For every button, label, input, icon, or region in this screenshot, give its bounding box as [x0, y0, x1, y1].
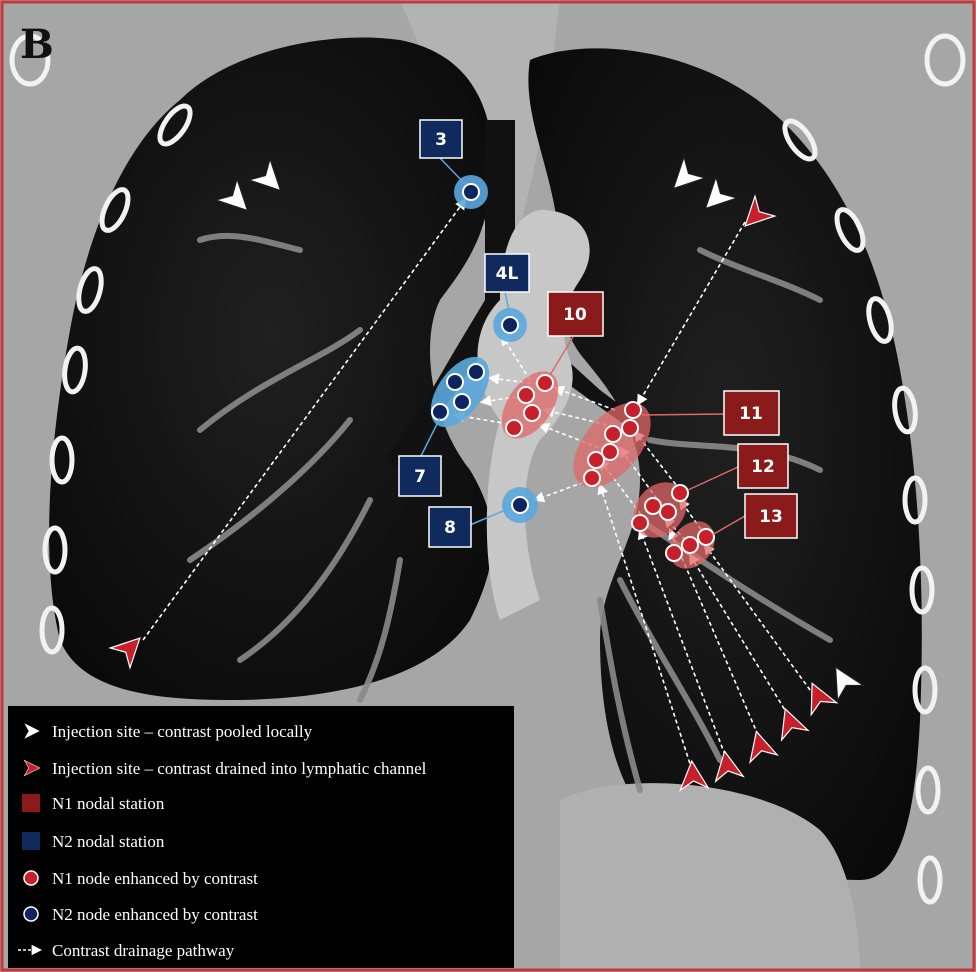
n2-node-7b — [446, 373, 464, 391]
pathway-12-to-11c — [598, 458, 646, 521]
n2-node-8 — [511, 496, 529, 514]
station-3-label: 3 — [435, 130, 447, 150]
station-7-label: 7 — [414, 467, 426, 487]
right-lung — [49, 37, 493, 700]
station-7-box — [398, 455, 442, 497]
n2-station-labels: 3 4L 7 8 — [398, 119, 530, 548]
legend-item-0: Injection site – contrast pooled locally — [52, 722, 313, 741]
n1-leader-lines — [549, 336, 746, 536]
pulmonary-vessels — [187, 232, 833, 793]
station-12-box — [737, 443, 789, 489]
legend-blue-square-icon — [22, 832, 40, 850]
n1-node-13a — [697, 528, 715, 546]
n1-node-12c — [659, 503, 677, 521]
legend-background — [8, 706, 514, 968]
diaphragm — [560, 783, 860, 972]
legend-item-1: Injection site – contrast drained into l… — [52, 759, 427, 778]
n1-node-10b — [517, 386, 535, 404]
station-13-label: 13 — [759, 507, 783, 527]
n1-node-13b — [681, 536, 699, 554]
n2-node-3 — [462, 183, 480, 201]
station-3-box — [419, 119, 463, 159]
pathway-11-to-10a — [552, 385, 616, 411]
station-10-box — [547, 291, 604, 337]
n2-node-4l — [501, 316, 519, 334]
n1-node-10c — [523, 404, 541, 422]
n1-node-12a — [671, 484, 689, 502]
n1-node-13c — [665, 544, 683, 562]
station-11-box — [723, 390, 780, 436]
station-10-label: 10 — [563, 305, 587, 325]
legend-item-6: Contrast drainage pathway — [52, 941, 235, 960]
ribs — [9, 33, 966, 905]
n2-nodes — [431, 183, 529, 514]
pathway-lll-to-13a — [703, 543, 811, 691]
n1-node-11b — [621, 419, 639, 437]
legend-item-5: N2 node enhanced by contrast — [52, 905, 258, 924]
station-13-box — [744, 493, 798, 539]
n1-nodes — [505, 374, 715, 562]
pathway-11-to-10c — [537, 422, 606, 451]
n2-node-7a — [467, 363, 485, 381]
n1-node-10d — [505, 419, 523, 437]
pathway-11-to-10b — [542, 406, 621, 429]
n1-node-11a — [624, 401, 642, 419]
station-4l-box — [484, 253, 530, 293]
n1-node-12b — [644, 497, 662, 515]
station-8-box — [428, 506, 472, 548]
legend-red-circle-icon — [23, 870, 39, 886]
legend-blue-circle-icon — [23, 906, 39, 922]
pathway-lul-to-11 — [636, 221, 746, 406]
pathway-7-to-4l — [500, 334, 531, 381]
pathway-lll-to-13b — [688, 553, 789, 716]
n1-station-labels: 10 11 12 13 — [547, 291, 798, 539]
legend: Injection site – contrast pooled locally… — [8, 706, 514, 968]
panel-letter: B — [20, 21, 54, 68]
legend-item-3: N2 nodal station — [52, 832, 165, 851]
n2-leader-lines — [419, 157, 511, 526]
left-lung — [528, 48, 922, 880]
legend-red-square-icon — [22, 794, 40, 812]
station-12-label: 12 — [751, 457, 775, 477]
n1-node-11e — [587, 451, 605, 469]
n1-node-12d — [631, 514, 649, 532]
pathway-lll-to-12b — [637, 527, 726, 756]
pathway-12-to-11a — [633, 430, 681, 491]
n2-node-7c — [453, 393, 471, 411]
station-11-label: 11 — [739, 404, 763, 424]
n2-node-7d — [431, 403, 449, 421]
n1-node-11f — [583, 469, 601, 487]
n1-node-11d — [601, 443, 619, 461]
n1-node-11c — [604, 425, 622, 443]
station-8-label: 8 — [444, 518, 456, 538]
station-4l-label: 4L — [496, 264, 519, 284]
n1-node-10a — [536, 374, 554, 392]
legend-item-4: N1 node enhanced by contrast — [52, 869, 258, 888]
legend-item-2: N1 nodal station — [52, 794, 165, 813]
pathway-lll-to-11 — [597, 482, 693, 771]
